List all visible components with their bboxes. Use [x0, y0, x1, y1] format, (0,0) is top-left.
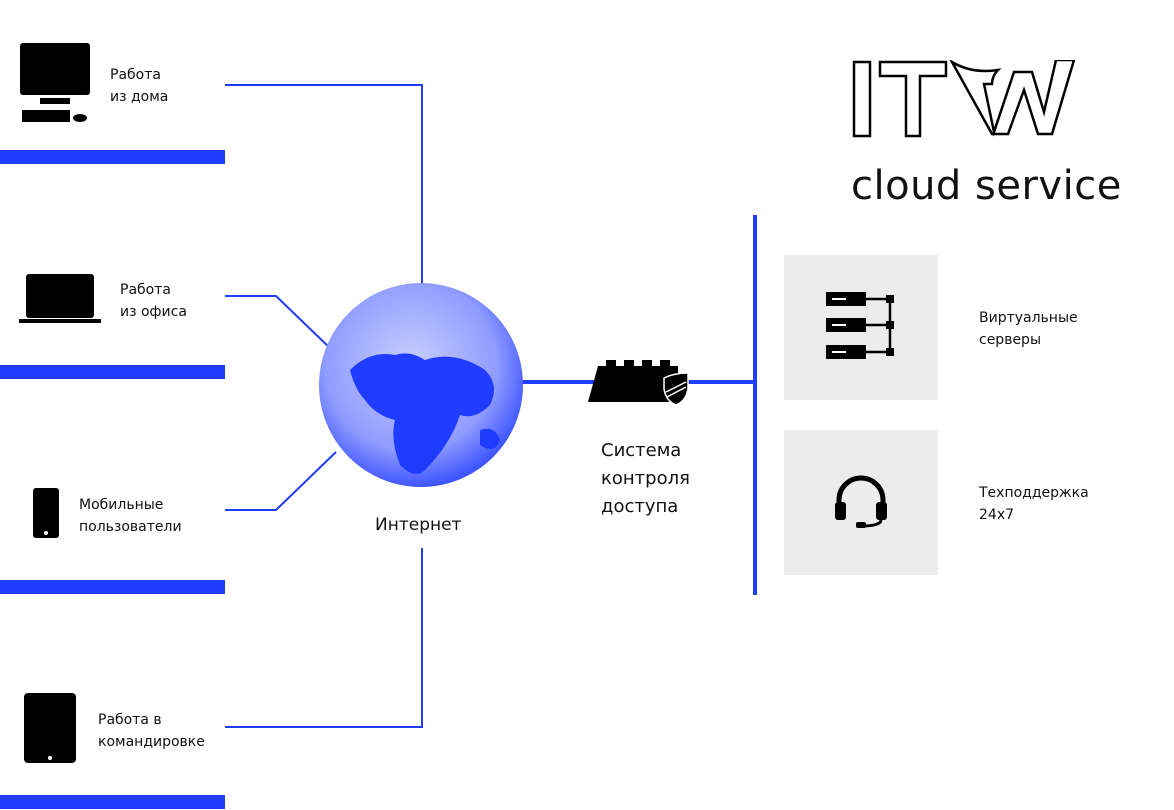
client-bar [0, 795, 225, 809]
internet-label: Интернет [375, 515, 462, 535]
desktop-icon [20, 43, 90, 122]
server-icon [826, 292, 894, 359]
tablet-icon [24, 693, 76, 763]
client-bar [0, 580, 225, 594]
client-bar [0, 365, 225, 379]
tagline: cloud service [851, 163, 1122, 209]
globe-icon [319, 283, 523, 487]
laptop-icon [19, 274, 101, 323]
phone-icon [33, 488, 59, 538]
service-servers [784, 255, 938, 400]
itvm-logo [852, 58, 1107, 144]
firewall-icon [588, 360, 689, 406]
client-bar [0, 150, 225, 164]
headset-icon [835, 475, 887, 528]
service-support [784, 430, 938, 575]
